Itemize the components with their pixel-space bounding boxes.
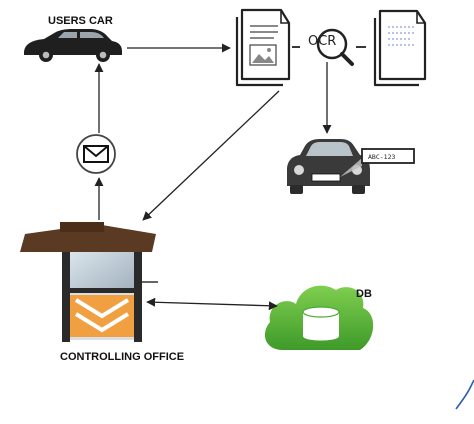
license-plate-text: ABC-123: [368, 153, 395, 161]
magnifier-icon: [316, 28, 354, 66]
users-car-label: USERS CAR: [48, 15, 113, 27]
controlling-office-label: CONTROLLING OFFICE: [60, 351, 184, 363]
cloud-database-icon: [264, 285, 374, 350]
db-label: DB: [356, 288, 372, 300]
license-plate-car-icon: ABC-123: [287, 139, 415, 194]
toll-booth-icon: [20, 222, 158, 342]
envelope-icon: [76, 134, 116, 174]
corner-blue-stroke: [455, 379, 474, 410]
document-icon: [235, 8, 291, 87]
car-icon: [24, 29, 122, 62]
ocr-label: OCR: [308, 34, 336, 49]
arrow-document-to-office: [142, 90, 280, 221]
arrow-office-db-bidirectional: [146, 297, 278, 311]
documents-copy-icon: [373, 9, 427, 87]
